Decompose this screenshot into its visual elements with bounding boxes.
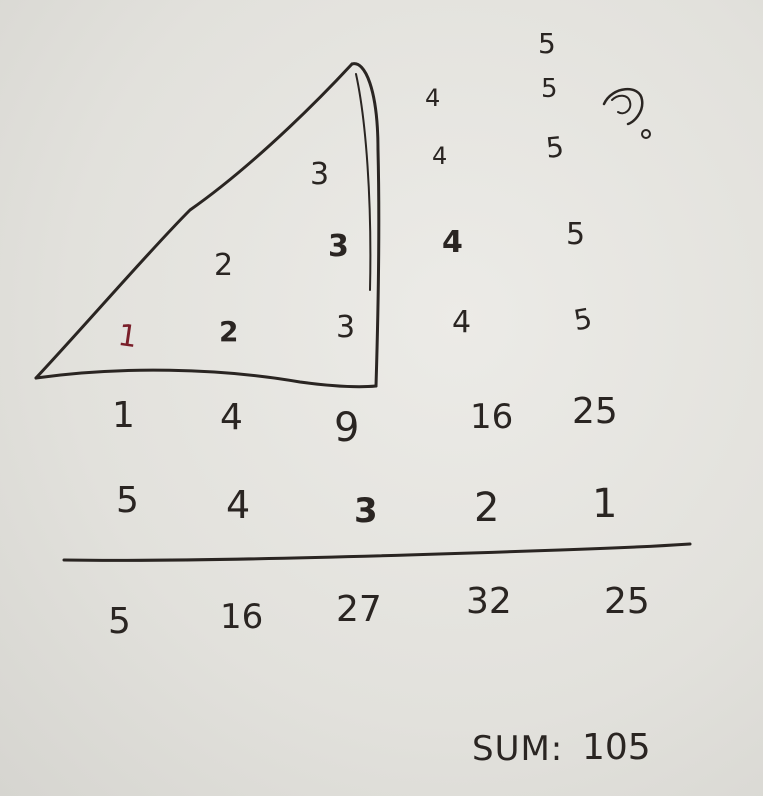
product-5: 25	[604, 581, 650, 622]
outside-col5-row4: 5	[566, 217, 586, 252]
doodle-icon	[602, 88, 651, 139]
square-2: 4	[220, 397, 243, 438]
multiplier-2: 4	[226, 483, 251, 527]
sum-value: 105	[582, 727, 651, 768]
outside-col4-row4: 4	[452, 305, 472, 340]
square-4: 16	[470, 397, 514, 437]
outside-col4-row1: 4	[425, 84, 441, 112]
multiplier-3: 3	[354, 491, 378, 531]
square-5: 25	[572, 391, 618, 432]
outside-col5-row3: 5	[544, 130, 566, 165]
triangle-col2-row2: 2	[219, 315, 239, 348]
outside-col4-row3: 4	[442, 225, 463, 260]
triangle-col2-row1: 2	[214, 248, 234, 283]
product-1: 5	[108, 601, 131, 642]
multiplier-4: 2	[474, 485, 500, 531]
sum-line	[62, 542, 692, 562]
outside-col4-row2: 4	[432, 142, 448, 170]
triangle-col3-row2: 3	[328, 229, 349, 264]
triangle-col3-row3: 3	[336, 310, 356, 345]
triangle-hypotenuse	[34, 62, 354, 380]
triangle-base	[34, 368, 378, 389]
product-4: 32	[466, 581, 512, 622]
square-1: 1	[112, 395, 135, 436]
triangle-col3-row1: 3	[310, 157, 330, 192]
triangle-right-side-inner	[355, 73, 372, 291]
outside-col5-row2: 5	[541, 74, 558, 104]
sum-label: SUM:	[472, 729, 564, 769]
outside-col5-row1: 5	[538, 27, 556, 60]
product-3: 27	[336, 589, 382, 630]
triangle-right-side	[350, 62, 381, 388]
multiplier-5: 1	[592, 481, 618, 527]
product-2: 16	[220, 597, 264, 637]
square-3: 9	[334, 405, 360, 451]
multiplier-1: 5	[116, 480, 139, 521]
